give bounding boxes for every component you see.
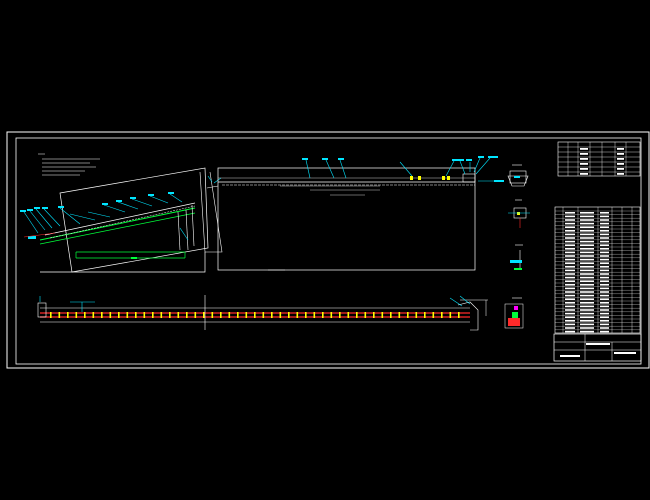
drawing-frame [6, 131, 650, 369]
idler-tick [254, 312, 256, 318]
idler-tick [50, 312, 52, 318]
section-detail-d [504, 297, 524, 329]
idler-tick [390, 312, 392, 318]
idler-tick [407, 312, 409, 318]
idler-tick [296, 312, 299, 318]
idler-tick [347, 312, 350, 318]
tail-pulley [37, 302, 47, 318]
idler-tick [126, 312, 129, 318]
drive-marker [131, 257, 137, 259]
idler-tick [194, 312, 197, 318]
idler-tick [135, 312, 137, 318]
idler-tick [118, 312, 120, 318]
idler-tick [109, 312, 112, 318]
idler-tick [288, 312, 290, 318]
idler-tick [279, 312, 282, 318]
idler-tick [356, 312, 358, 318]
idler-tick [143, 312, 146, 318]
idler-tick [415, 312, 418, 318]
idler-tick [441, 312, 443, 318]
idler-tick [432, 312, 435, 318]
idler-tick [458, 312, 460, 318]
idler-tick [152, 312, 154, 318]
plan-idler-ticks [50, 312, 460, 318]
belt-lower-line [39, 212, 196, 245]
idler-tick [84, 312, 86, 318]
head-pulley-plan [457, 301, 479, 331]
idler-tick [211, 312, 214, 318]
section-detail-a [507, 164, 529, 187]
idler-tick [381, 312, 384, 318]
idler-tick [220, 312, 222, 318]
idler-tick [305, 312, 307, 318]
section-detail-c [510, 244, 523, 270]
idler-tick [67, 312, 69, 318]
idler-tick [203, 312, 205, 318]
inclined-callout-tags [20, 192, 174, 239]
idler-tick [262, 312, 265, 318]
horizontal-callout-leaders [305, 157, 495, 182]
idler-tick [373, 312, 375, 318]
idler-tick [322, 312, 324, 318]
inclined-callout-leaders [23, 175, 222, 241]
idler-tick [228, 312, 231, 318]
inclined-frame-outline [59, 167, 209, 273]
revision-table [557, 141, 641, 177]
idler-tick [92, 312, 95, 318]
idler-tick [424, 312, 426, 318]
idler-tick [160, 312, 163, 318]
idler-tick [177, 312, 180, 318]
idler-tick [75, 312, 78, 318]
horizontal-callout-tags [302, 156, 504, 182]
section-detail-b [508, 199, 530, 228]
horizontal-frame-outline [217, 167, 476, 271]
idler-tick [237, 312, 239, 318]
idler-tick [449, 312, 452, 318]
idler-tick [339, 312, 341, 318]
horizontal-conveyor-elevation [217, 156, 504, 271]
idler-markers [410, 176, 450, 180]
notes-block [38, 153, 100, 176]
idler-tick [313, 312, 316, 318]
title-block [553, 333, 642, 362]
idler-tick [58, 312, 61, 318]
parts-list-table [554, 206, 641, 334]
idler-tick [398, 312, 401, 318]
idler-tick [101, 312, 103, 318]
idler-tick [245, 312, 248, 318]
idler-tick [169, 312, 171, 318]
idler-tick [271, 312, 273, 318]
plan-view-conveyor [37, 295, 488, 331]
head-pulley-housing [462, 173, 476, 183]
idler-tick [186, 312, 188, 318]
idler-tick [364, 312, 367, 318]
idler-tick [330, 312, 333, 318]
inclined-conveyor-elevation [20, 167, 223, 273]
